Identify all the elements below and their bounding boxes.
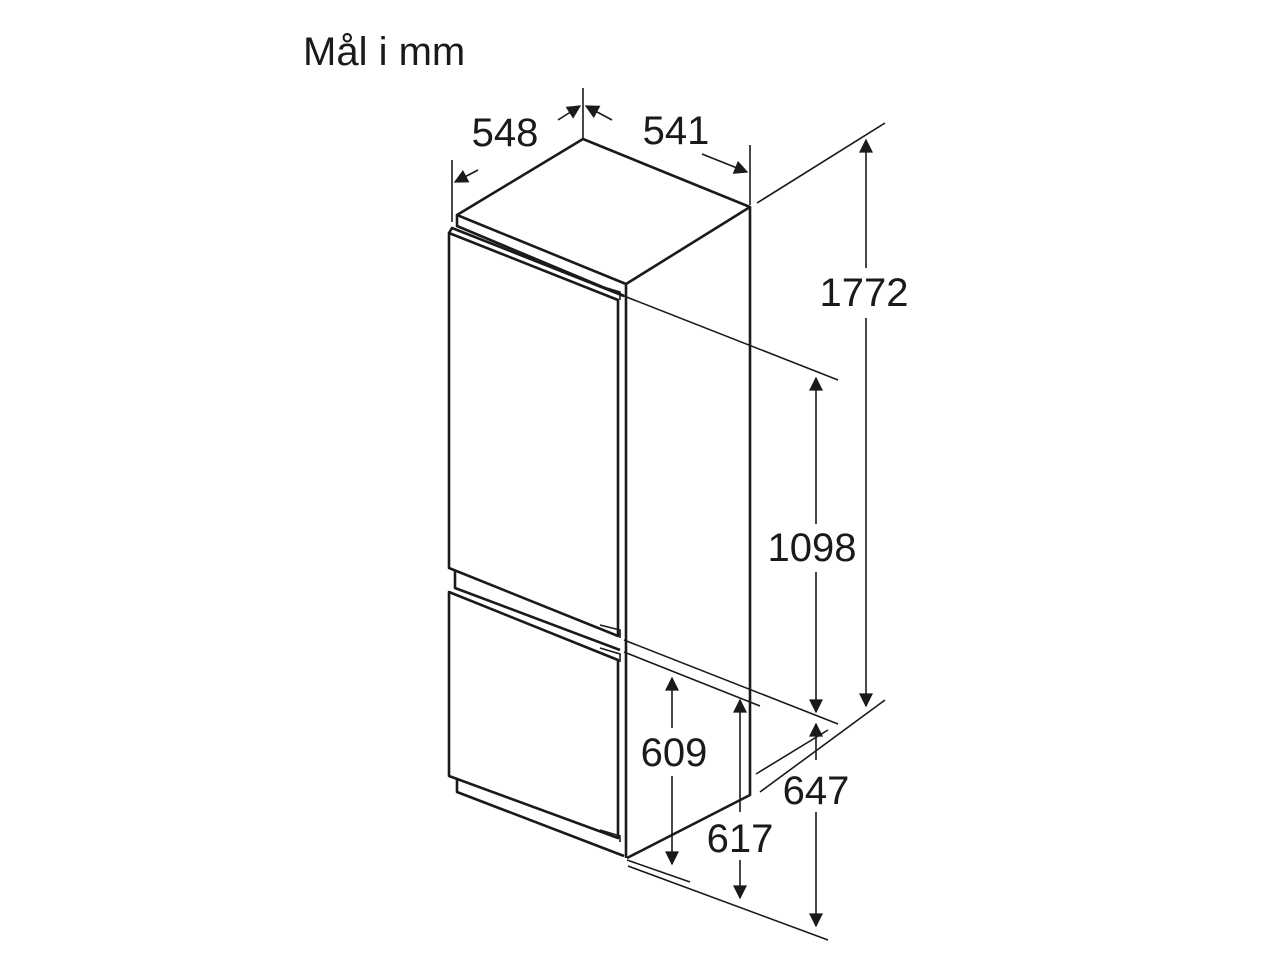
lower-door-label: 609 bbox=[641, 731, 708, 775]
cabinet-outline bbox=[455, 137, 752, 860]
lower-door-dimension: 609 bbox=[623, 651, 761, 883]
lower-opening-label: 617 bbox=[707, 817, 774, 861]
width-dimension: 548 bbox=[451, 88, 584, 222]
lower-opening-dimension: 617 bbox=[707, 698, 774, 900]
depth-dimension: 541 bbox=[584, 105, 751, 205]
total-height-dimension: 1772 bbox=[756, 122, 909, 793]
upper-door-label: 1098 bbox=[768, 526, 857, 570]
depth-label: 541 bbox=[643, 109, 710, 153]
lower-door bbox=[447, 590, 625, 858]
diagram-title: Mål i mm bbox=[303, 30, 466, 74]
width-label: 548 bbox=[472, 111, 539, 155]
upper-door-dimension: 1098 bbox=[623, 295, 857, 725]
bottom-depth-label: 647 bbox=[783, 769, 850, 813]
total-height-label: 1772 bbox=[820, 271, 909, 315]
upper-door bbox=[447, 226, 625, 652]
bottom-depth-dimension: 647 bbox=[627, 722, 850, 941]
